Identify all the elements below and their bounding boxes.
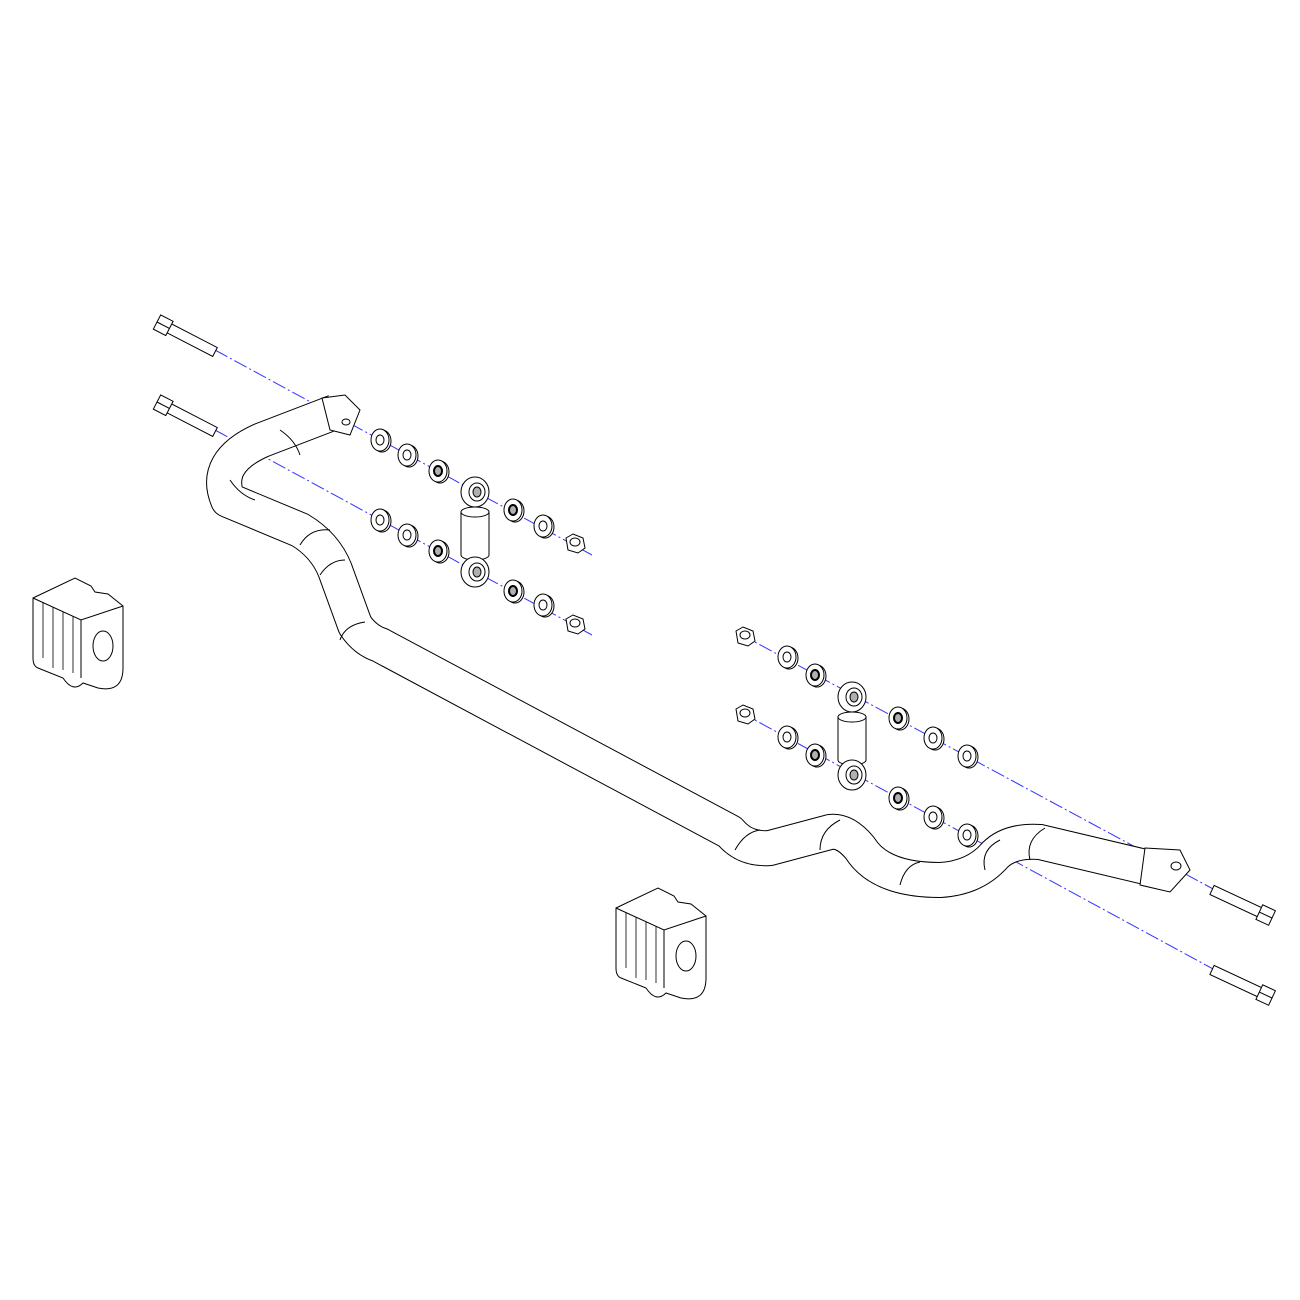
washer-icon [777, 645, 799, 670]
bushing-icon [615, 887, 707, 1000]
washer-icon [957, 744, 979, 769]
lock-washer-icon [503, 579, 525, 604]
washer-icon [957, 823, 979, 848]
nut-icon [735, 626, 756, 647]
washer-icon [777, 725, 799, 750]
centerlines [214, 349, 1216, 971]
lock-washer-icon [503, 498, 525, 523]
bolt-icon [152, 394, 218, 438]
washer-icon [923, 805, 945, 830]
lock-washer-icon [428, 539, 450, 564]
washer-icon [397, 523, 419, 548]
lock-washer-icon [888, 786, 910, 811]
washer-icon [923, 726, 945, 751]
rod-end-eye-icon [837, 681, 867, 713]
centerline [214, 429, 593, 636]
nut-icon [565, 614, 586, 635]
nut-icon [735, 704, 756, 725]
washer-icon [533, 514, 555, 539]
nut-icon [565, 533, 586, 554]
sway-bar [206, 394, 1191, 898]
washer-icon [370, 508, 392, 533]
centerline [214, 349, 593, 556]
lock-washer-icon [805, 743, 827, 768]
bolt-icon [1209, 964, 1277, 1006]
lock-washer-icon [888, 706, 910, 731]
end-link-body-icon [837, 711, 867, 766]
lock-washer-icon [428, 459, 450, 484]
lock-washer-icon [805, 663, 827, 688]
end-link-body-icon [460, 506, 490, 561]
washer-icon [397, 443, 419, 468]
hardware [32, 314, 1277, 1006]
sway-bar-body [207, 396, 1162, 897]
washer-icon [533, 593, 555, 618]
sway-bar-end-tab-left [321, 394, 361, 436]
washer-icon [370, 428, 392, 453]
sway-bar-end-tab-right [1139, 847, 1191, 893]
rod-end-eye-icon [460, 476, 490, 508]
bolt-icon [1209, 884, 1277, 926]
bolt-icon [152, 314, 218, 358]
bushing-icon [32, 577, 124, 690]
rod-end-eye-icon [837, 759, 867, 791]
rod-end-eye-icon [460, 556, 490, 588]
